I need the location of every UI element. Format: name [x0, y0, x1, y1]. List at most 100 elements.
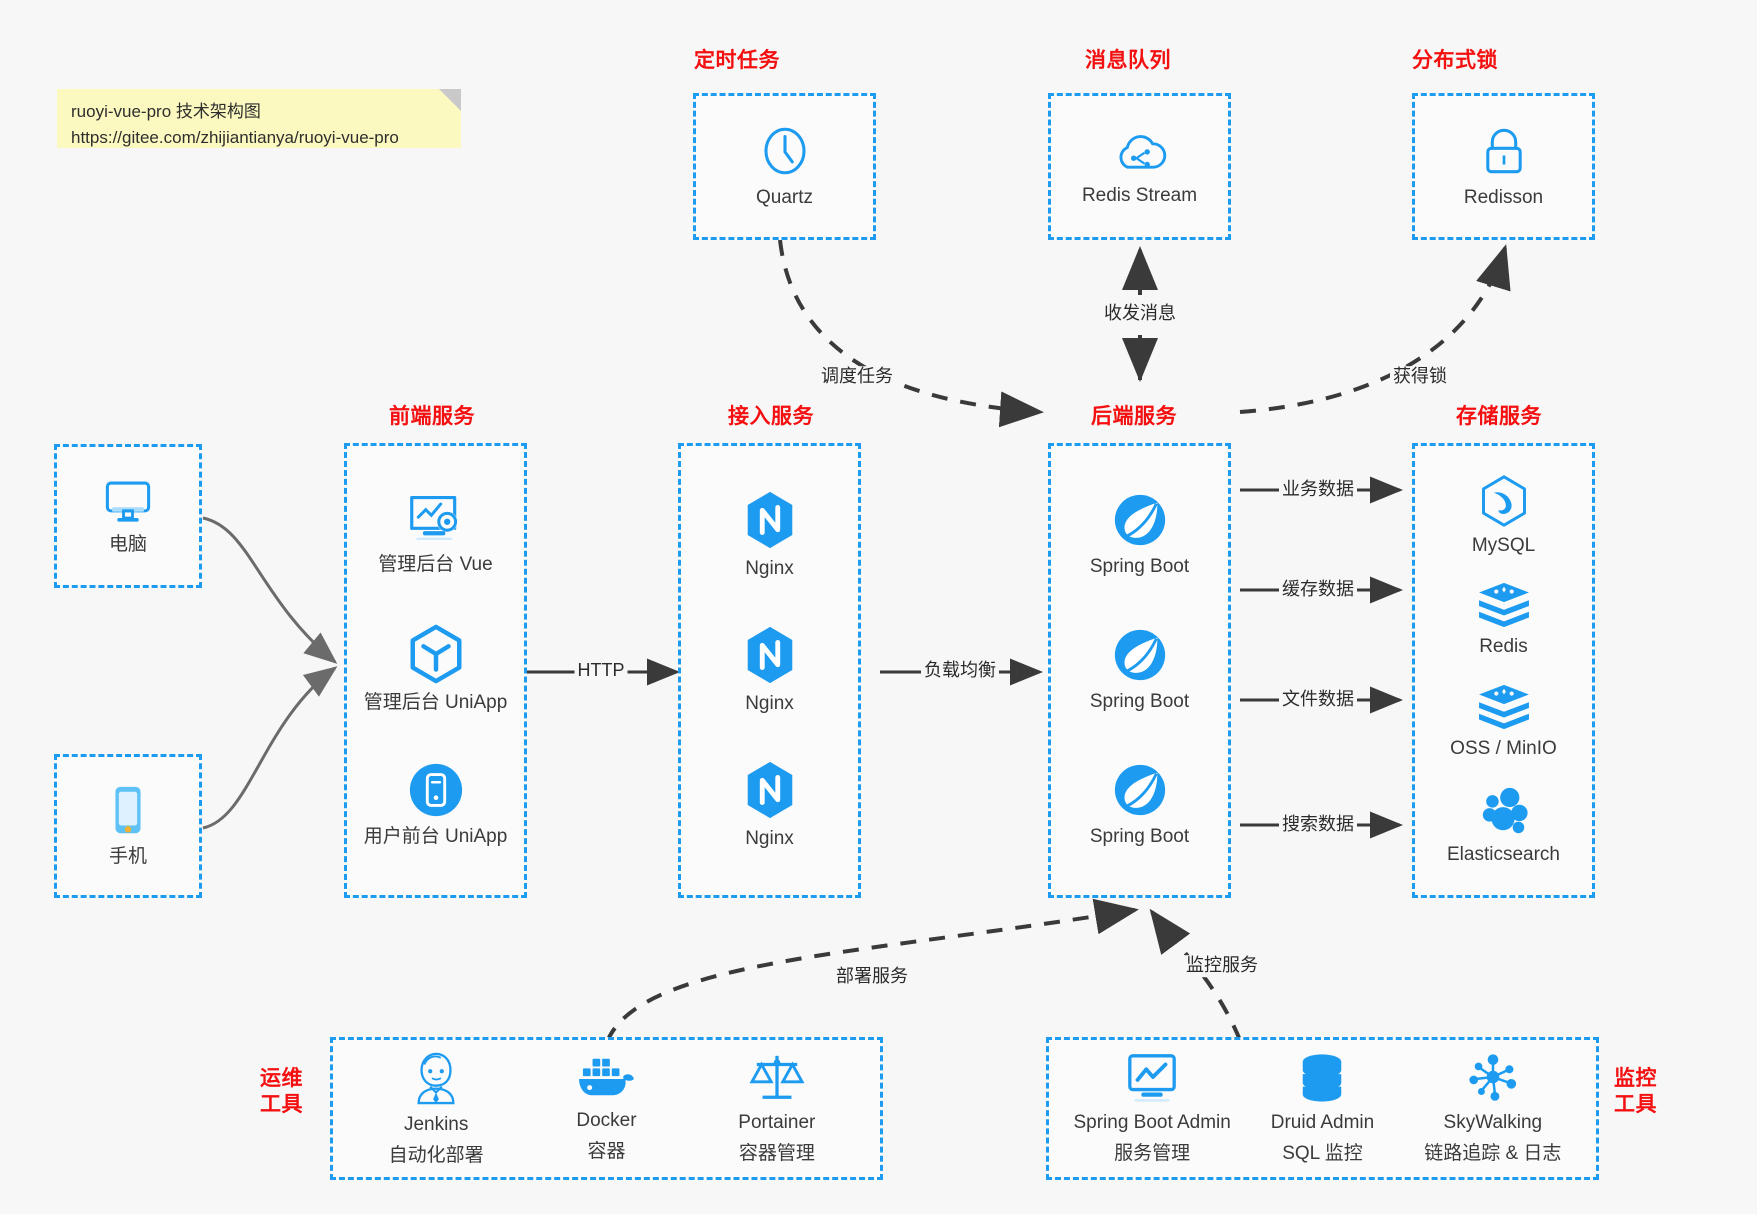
mobile-circle-icon: [409, 764, 462, 817]
group-box-gateway[interactable]: Nginx Nginx Nginx: [678, 443, 861, 898]
node-spring-boot-1[interactable]: Spring Boot: [1051, 491, 1228, 580]
group-box-scheduler[interactable]: Quartz: [693, 93, 876, 240]
edge-label-business-data: 业务数据: [1279, 479, 1357, 501]
edge-label-search-data: 搜索数据: [1279, 814, 1357, 836]
node-label: Spring Boot: [1089, 691, 1190, 713]
node-spring-boot-admin[interactable]: Spring Boot Admin 服务管理: [1067, 1051, 1237, 1166]
node-label: OSS / MinIO: [1450, 738, 1557, 760]
node-label: 手机: [108, 845, 147, 867]
group-title-devops-line2: 工具: [260, 1093, 303, 1117]
node-label: Nginx: [745, 558, 794, 580]
node-label: Quartz: [755, 187, 814, 209]
node-label: 电脑: [108, 533, 147, 555]
group-box-mq[interactable]: Redis Stream: [1048, 93, 1231, 240]
uniapp-hexagon-icon: [410, 624, 461, 684]
group-title-mq: 消息队列: [1085, 49, 1171, 72]
node-smartphone[interactable]: 手机: [57, 783, 199, 870]
group-box-backend[interactable]: Spring Boot Spring Boot Spring Boot: [1048, 443, 1231, 898]
nginx-icon: [747, 492, 792, 549]
node-desktop[interactable]: 电脑: [57, 475, 199, 558]
padlock-icon: [1485, 129, 1522, 174]
sticky-note: ruoyi-vue-pro 技术架构图 https://gitee.com/zh…: [57, 89, 461, 148]
node-nginx-3[interactable]: Nginx: [681, 759, 858, 852]
node-sublabel: SQL 监控: [1282, 1142, 1363, 1164]
node-portainer[interactable]: Portainer 容器管理: [692, 1051, 862, 1166]
node-label: 管理后台 Vue: [378, 553, 493, 575]
desktop-icon: [105, 481, 151, 522]
docker-whale-icon: [579, 1058, 635, 1096]
node-label: Elasticsearch: [1447, 843, 1560, 865]
cloud-stream-icon: [1118, 135, 1166, 169]
edge-label-file-data: 文件数据: [1279, 689, 1357, 711]
group-title-monitor: 监控 工具: [1614, 1066, 1657, 1119]
edge-label-schedule-task: 调度任务: [818, 366, 896, 388]
edge-label-cache-data: 缓存数据: [1279, 579, 1357, 601]
node-skywalking[interactable]: SkyWalking 链路追踪 & 日志: [1408, 1051, 1578, 1166]
node-docker[interactable]: Docker 容器: [521, 1053, 691, 1164]
node-label: Docker: [576, 1109, 637, 1131]
group-box-monitor[interactable]: Spring Boot Admin 服务管理 Druid Admin SQL 监…: [1046, 1037, 1599, 1180]
skywalking-node-icon: [1469, 1054, 1516, 1101]
node-redis-stream[interactable]: Redis Stream: [1051, 124, 1228, 209]
node-label: Spring Boot: [1089, 556, 1190, 578]
group-title-backend: 后端服务: [1091, 405, 1177, 428]
node-label: Redis Stream: [1081, 185, 1198, 207]
elastic-cluster-icon: [1482, 787, 1528, 833]
nginx-icon: [747, 627, 792, 684]
edge-label-acquire-lock: 获得锁: [1390, 366, 1450, 388]
group-box-client-phone[interactable]: 手机: [54, 754, 202, 898]
node-druid-admin[interactable]: Druid Admin SQL 监控: [1237, 1051, 1407, 1166]
clock-icon: [763, 127, 806, 175]
node-label: Jenkins: [403, 1113, 469, 1135]
group-title-devops-line1: 运维: [260, 1067, 303, 1090]
nginx-icon: [747, 762, 792, 819]
group-title-devops: 运维 工具: [260, 1066, 303, 1119]
node-user-uniapp[interactable]: 用户前台 UniApp: [347, 761, 524, 850]
spring-leaf-icon: [1114, 495, 1165, 546]
node-sublabel: 容器管理: [738, 1142, 815, 1164]
edge-label-monitor-service: 监控服务: [1183, 955, 1261, 977]
node-nginx-1[interactable]: Nginx: [681, 489, 858, 582]
group-box-client-pc[interactable]: 电脑: [54, 444, 202, 588]
group-box-frontend[interactable]: 管理后台 Vue 管理后台 UniApp 用户前台 UniApp: [344, 443, 527, 898]
scales-icon: [749, 1055, 805, 1099]
node-spring-boot-2[interactable]: Spring Boot: [1051, 626, 1228, 715]
node-label: Spring Boot Admin: [1073, 1111, 1231, 1133]
node-label: Nginx: [745, 693, 794, 715]
note-fold-corner: [439, 89, 461, 111]
node-jenkins[interactable]: Jenkins 自动化部署: [351, 1049, 521, 1168]
group-box-storage[interactable]: MySQL Redis OSS / MinIO: [1412, 443, 1595, 898]
monitor-chart-icon: [1128, 1053, 1176, 1102]
node-quartz[interactable]: Quartz: [696, 122, 873, 211]
node-label: MySQL: [1471, 534, 1536, 556]
node-label: Nginx: [745, 828, 794, 850]
edge-label-send-receive: 收发消息: [1101, 303, 1179, 325]
node-admin-uniapp[interactable]: 管理后台 UniApp: [347, 623, 524, 716]
group-box-lock[interactable]: Redisson: [1412, 93, 1595, 240]
group-title-gateway: 接入服务: [728, 405, 814, 428]
group-title-frontend: 前端服务: [389, 405, 475, 428]
node-sublabel: 服务管理: [1114, 1142, 1191, 1164]
node-sublabel: 容器: [587, 1140, 626, 1162]
node-oss-minio[interactable]: OSS / MinIO: [1415, 683, 1592, 762]
node-elasticsearch[interactable]: Elasticsearch: [1415, 785, 1592, 868]
group-box-devops[interactable]: Jenkins 自动化部署 Docker 容器: [330, 1037, 883, 1180]
smartphone-icon: [115, 786, 141, 833]
node-label: Spring Boot: [1089, 826, 1190, 848]
group-title-storage: 存储服务: [1456, 405, 1542, 428]
spring-leaf-icon: [1114, 765, 1165, 816]
node-spring-boot-3[interactable]: Spring Boot: [1051, 761, 1228, 850]
group-title-scheduler: 定时任务: [694, 49, 780, 72]
node-admin-vue[interactable]: 管理后台 Vue: [347, 491, 524, 578]
dashboard-gear-icon: [409, 495, 457, 540]
node-nginx-2[interactable]: Nginx: [681, 624, 858, 717]
edge-label-http: HTTP: [574, 660, 628, 682]
node-sublabel: 自动化部署: [388, 1144, 484, 1166]
node-redisson[interactable]: Redisson: [1415, 122, 1592, 211]
note-line-url: https://gitee.com/zhijiantianya/ruoyi-vu…: [71, 128, 399, 148]
node-mysql[interactable]: MySQL: [1415, 474, 1592, 559]
node-redis[interactable]: Redis: [1415, 581, 1592, 660]
edge-label-load-balance: 负载均衡: [921, 660, 999, 682]
jenkins-butler-icon: [417, 1052, 455, 1105]
